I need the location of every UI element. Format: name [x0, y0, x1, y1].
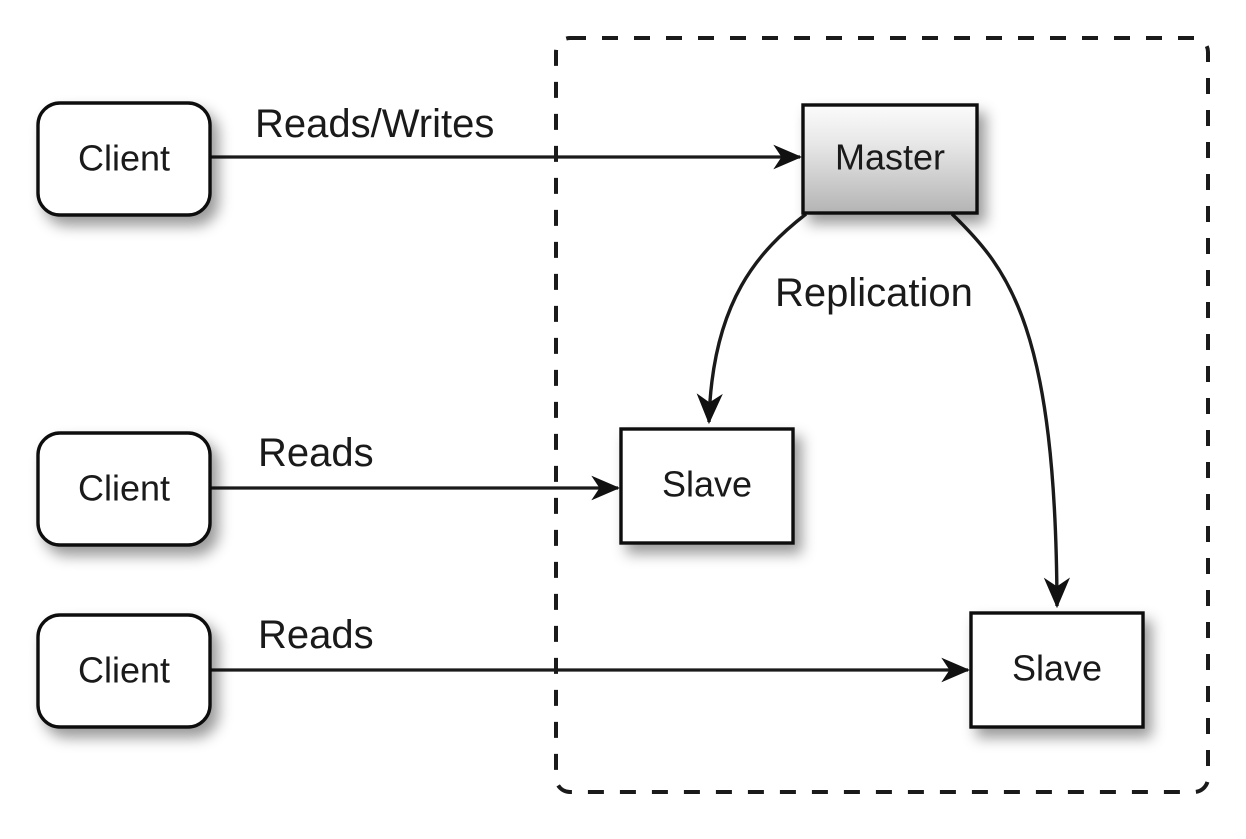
node-client-2[interactable]: Client [36, 431, 212, 547]
master-shape [801, 103, 979, 215]
edge-master-to-slave1 [696, 212, 808, 425]
edge-master-to-slave2 [950, 212, 1071, 609]
client-3-shape [36, 613, 212, 729]
edge-label-reads-2: Reads [258, 613, 374, 657]
edge-label-replication: Replication [775, 271, 973, 315]
slave-1-label: Slave [662, 464, 752, 505]
client-1-label: Client [78, 138, 170, 179]
master-label: Master [835, 137, 945, 178]
client-1-shape [36, 101, 212, 217]
node-master[interactable]: Master [801, 103, 979, 215]
slave-1-shape [619, 427, 795, 545]
replication-cluster-boundary [554, 36, 1210, 794]
client-2-shape [36, 431, 212, 547]
node-slave-1[interactable]: Slave [619, 427, 795, 545]
slave-2-shape [969, 611, 1145, 729]
edge-label-reads-writes: Reads/Writes [255, 102, 494, 146]
node-slave-2[interactable]: Slave [969, 611, 1145, 729]
client-3-label: Client [78, 650, 170, 691]
node-client-3[interactable]: Client [36, 613, 212, 729]
client-2-label: Client [78, 468, 170, 509]
node-client-1[interactable]: Client [36, 101, 212, 217]
slave-2-label: Slave [1012, 648, 1102, 689]
edge-label-reads-1: Reads [258, 431, 374, 475]
